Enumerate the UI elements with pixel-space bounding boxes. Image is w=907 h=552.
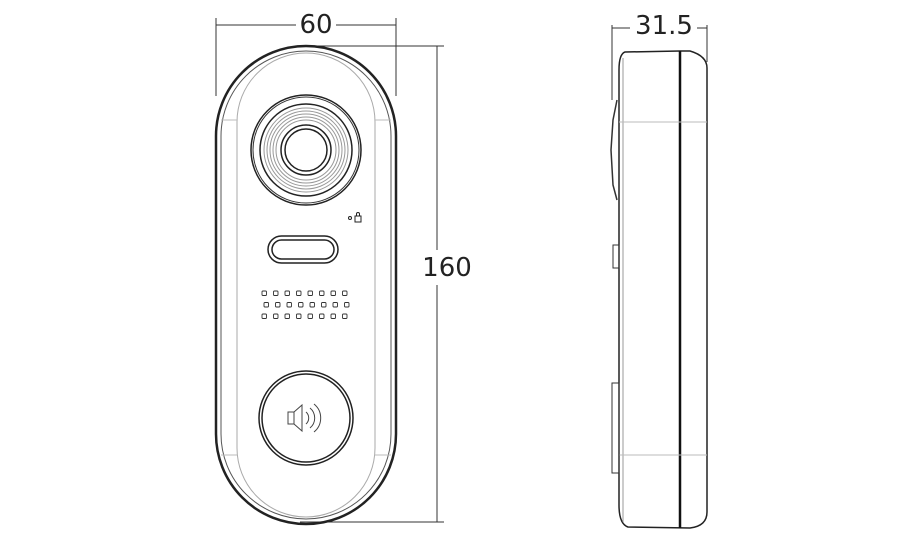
lock-icon xyxy=(348,212,362,223)
status-pill xyxy=(267,235,339,264)
depth-dimension xyxy=(611,25,708,100)
grille-hole xyxy=(332,302,338,308)
grille-hole xyxy=(330,290,336,296)
grille-hole xyxy=(342,290,348,296)
grille-hole xyxy=(319,313,325,319)
grille-hole xyxy=(321,302,327,308)
grille-hole xyxy=(263,302,269,308)
speaker-icon xyxy=(287,403,322,433)
grille-hole xyxy=(284,313,290,319)
grille-hole xyxy=(261,313,267,319)
grille-hole xyxy=(298,302,304,308)
width-label: 60 xyxy=(299,10,332,40)
grille-hole xyxy=(286,302,292,308)
side-lens-bulge xyxy=(610,99,618,201)
grille-hole xyxy=(296,313,302,319)
grille-hole xyxy=(275,302,281,308)
grille-hole xyxy=(342,313,348,319)
speaker-grille xyxy=(261,290,350,319)
grille-hole xyxy=(307,313,313,319)
grille-hole xyxy=(296,290,302,296)
grille-hole xyxy=(261,290,267,296)
grille-hole xyxy=(330,313,336,319)
depth-label: 31.5 xyxy=(635,11,693,41)
camera-lens xyxy=(250,94,362,206)
grille-hole xyxy=(284,290,290,296)
width-dimension xyxy=(215,18,397,96)
front-view xyxy=(214,44,398,526)
grille-hole xyxy=(319,290,325,296)
grille-hole xyxy=(344,302,350,308)
grille-hole xyxy=(273,290,279,296)
grille-hole xyxy=(273,313,279,319)
side-view xyxy=(610,50,708,529)
grille-hole xyxy=(309,302,315,308)
call-button xyxy=(258,370,354,466)
height-label: 160 xyxy=(422,253,472,283)
grille-hole xyxy=(307,290,313,296)
